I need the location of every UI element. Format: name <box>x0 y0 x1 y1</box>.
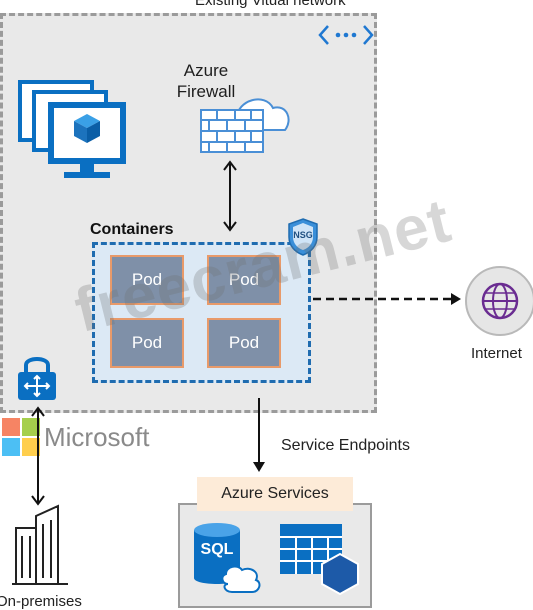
onprem-vpn-arrow <box>31 406 45 506</box>
service-endpoints-arrow <box>253 398 265 472</box>
onprem-label: On-premises <box>0 593 82 610</box>
vnet-icon <box>318 25 374 45</box>
internet-label: Internet <box>471 345 522 362</box>
pod-1: Pod <box>110 255 184 305</box>
containers-label: Containers <box>90 221 174 238</box>
azure-firewall-label: Azure Firewall <box>176 61 236 101</box>
microsoft-logo-icon <box>2 418 40 456</box>
azure-firewall-icon <box>200 98 290 153</box>
sql-label: SQL <box>200 541 234 558</box>
nsg-label: NSG <box>293 230 313 240</box>
pod-4: Pod <box>207 318 281 368</box>
internet-dashed-arrow <box>313 293 461 305</box>
virtual-machines-icon <box>18 80 126 178</box>
pod-2: Pod <box>207 255 281 305</box>
sql-database-icon <box>194 523 261 593</box>
virtual-network-title: Existing Vitual network <box>195 0 346 9</box>
nsg-shield-icon <box>288 218 318 256</box>
table-storage-icon <box>280 524 359 596</box>
firewall-containers-arrow <box>223 160 237 232</box>
pod-3: Pod <box>110 318 184 368</box>
microsoft-logo-text: Microsoft <box>44 422 150 452</box>
onprem-building-icon <box>12 504 68 585</box>
vpn-gateway-lock-icon <box>18 357 56 400</box>
service-endpoints-label: Service Endpoints <box>281 437 410 454</box>
azure-services-header: Azure Services <box>197 477 353 511</box>
internet-globe-icon <box>465 266 533 336</box>
